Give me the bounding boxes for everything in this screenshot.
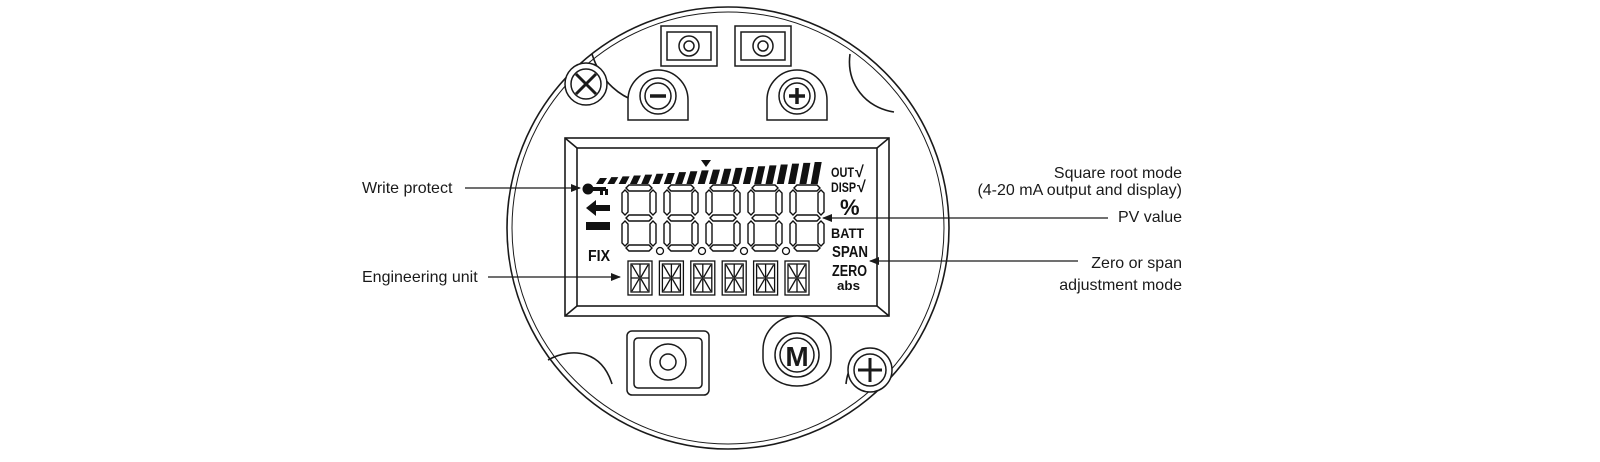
bargraph-segment xyxy=(629,175,641,184)
decimal-point xyxy=(739,246,749,256)
bargraph-segment xyxy=(652,173,664,184)
decimal-point xyxy=(781,246,791,256)
bargraph-segment xyxy=(776,164,788,184)
unit-char xyxy=(752,260,779,296)
pv-digit xyxy=(747,184,783,252)
engineering-unit-chars xyxy=(627,260,810,296)
bargraph-segment xyxy=(731,167,743,184)
zero-span-label-line2: adjustment mode xyxy=(1059,277,1182,294)
bargraph-pointer-icon xyxy=(701,160,711,167)
bargraph-segment xyxy=(742,167,754,184)
pv-digit xyxy=(789,184,825,252)
mode-button-label: M xyxy=(785,341,808,372)
unit-char xyxy=(721,260,747,296)
minus-button[interactable] xyxy=(627,69,689,121)
square-root-label-line1: Square root mode xyxy=(1054,165,1182,182)
bottom-left-button[interactable] xyxy=(626,330,710,396)
unit-char xyxy=(627,260,653,296)
bargraph-segment xyxy=(596,178,608,184)
pv-value-label: PV value xyxy=(1118,209,1182,226)
pv-digits xyxy=(621,184,825,256)
sqrt-symbol: √ xyxy=(855,164,864,181)
zero-label: ZERO xyxy=(832,263,867,280)
bargraph-segment xyxy=(754,166,766,184)
bargraph-segment xyxy=(765,165,777,184)
bargraph-segment xyxy=(686,171,698,184)
callout-engineering-unit: Engineering unit xyxy=(362,269,621,286)
bargraph-segment xyxy=(709,169,721,184)
key-icon xyxy=(582,183,608,195)
plus-button[interactable] xyxy=(766,69,828,121)
callout-pv-value: PV value xyxy=(822,209,1182,226)
callout-zero-span: Zero or span adjustment mode xyxy=(869,255,1182,294)
bargraph-segment xyxy=(618,176,630,184)
bargraph-segment xyxy=(663,172,675,184)
bargraph-segment xyxy=(799,162,811,184)
bar-indicator xyxy=(586,222,610,230)
span-label: SPAN xyxy=(832,244,868,261)
out-label: OUT xyxy=(831,164,854,180)
mode-button[interactable] xyxy=(762,315,832,387)
unit-char xyxy=(784,260,810,296)
screw-icon xyxy=(564,62,608,106)
lcd-window xyxy=(564,137,890,317)
percent-label: % xyxy=(840,195,860,220)
fix-label: FIX xyxy=(588,248,610,265)
bargraph-segment xyxy=(810,162,822,184)
arrow-left-icon xyxy=(586,200,610,216)
bargraph-segment xyxy=(788,163,800,184)
bargraph-segment xyxy=(675,172,687,184)
bargraph-segment xyxy=(697,170,709,184)
abs-label: abs xyxy=(837,278,860,293)
zero-span-label-line1: Zero or span xyxy=(1091,255,1182,272)
decimal-point xyxy=(655,246,665,256)
bargraph-segment xyxy=(720,168,732,184)
top-connector-left xyxy=(660,25,718,67)
decimal-point xyxy=(697,246,707,256)
bargraph-segment xyxy=(607,177,619,184)
top-connector-right xyxy=(734,25,792,67)
pv-digit xyxy=(663,184,699,252)
screw-icon xyxy=(847,347,893,393)
bargraph-segment xyxy=(641,174,653,184)
square-root-label-line2: (4-20 mA output and display) xyxy=(977,182,1182,199)
callout-square-root: Square root mode (4-20 mA output and dis… xyxy=(977,165,1182,199)
plus-icon xyxy=(789,88,805,104)
pv-digit xyxy=(621,184,657,252)
callout-write-protect: Write protect xyxy=(362,180,581,197)
engineering-unit-label: Engineering unit xyxy=(362,269,478,286)
unit-char xyxy=(690,260,716,296)
disp-label: DISP xyxy=(831,179,856,195)
write-protect-label: Write protect xyxy=(362,180,453,197)
unit-char xyxy=(658,260,685,296)
pv-digit xyxy=(705,184,741,252)
sqrt-symbol: √ xyxy=(857,179,866,196)
bargraph xyxy=(596,162,822,184)
batt-label: BATT xyxy=(831,225,864,241)
